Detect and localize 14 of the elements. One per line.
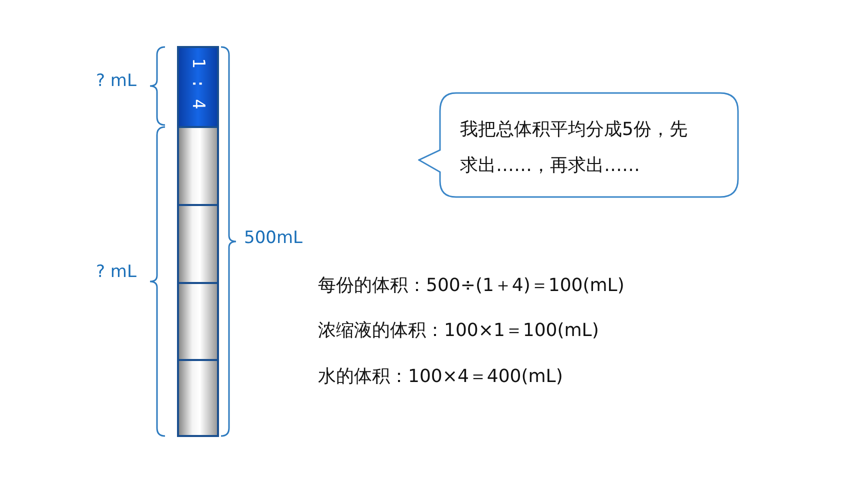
total-label: 500mL: [244, 228, 302, 248]
equation-text: 水的体积：100×4＝400(mL): [318, 365, 563, 388]
water-segment: [177, 126, 219, 206]
water-segment: [177, 204, 219, 284]
equation-text: 每份的体积：500÷(1＋4)＝100(mL): [318, 274, 624, 297]
speech-bubble: [418, 92, 740, 199]
concentrate-segment: [177, 46, 219, 128]
ratio-text: 1 : 4: [188, 58, 208, 110]
water-segment: [177, 359, 219, 437]
speech-text: 我把总体积平均分成5份，先求出……，再求出……: [460, 118, 688, 178]
quantity-label: ? mL: [96, 262, 136, 282]
equation-text: 浓缩液的体积：100×1＝100(mL): [318, 319, 599, 342]
quantity-label: ? mL: [96, 71, 136, 91]
water-segment: [177, 282, 219, 361]
